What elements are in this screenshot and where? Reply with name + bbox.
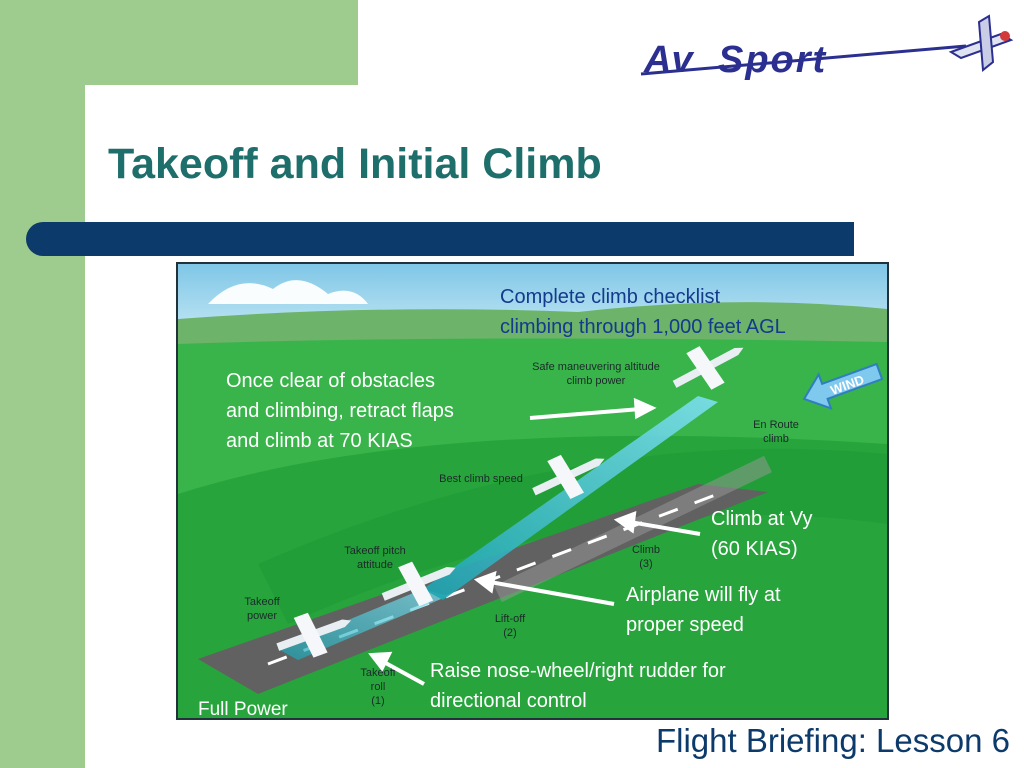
svg-text:Takeoff pitch: Takeoff pitch	[344, 545, 406, 557]
svg-text:(1): (1)	[371, 695, 384, 707]
svg-text:Takeoff: Takeoff	[244, 596, 280, 608]
svg-text:(2): (2)	[503, 627, 516, 639]
svg-text:Safe maneuvering altitude: Safe maneuvering altitude	[532, 361, 660, 373]
annotation-vy-line2: (60 KIAS)	[711, 538, 798, 560]
svg-text:(3): (3)	[639, 558, 652, 570]
airplane-icon-safe-altitude	[672, 346, 744, 390]
svg-text:Climb: Climb	[632, 544, 660, 556]
slide-title: Takeoff and Initial Climb	[108, 140, 602, 188]
top-green-block	[0, 0, 358, 85]
annotation-obstacles-line2: and climbing, retract flaps	[226, 400, 454, 422]
svg-text:climb: climb	[763, 433, 789, 445]
slide-footer: Flight Briefing: Lesson 6	[655, 722, 1010, 759]
annotation-rudder-line2: directional control	[430, 690, 587, 712]
svg-text:climb power: climb power	[567, 375, 626, 387]
airplane-icon-best-climb	[532, 454, 605, 499]
avsport-logo: Av Sport	[636, 4, 1016, 86]
svg-text:En Route: En Route	[753, 419, 799, 431]
svg-text:attitude: attitude	[357, 559, 393, 571]
annotation-fly-line1: Airplane will fly at	[626, 584, 781, 606]
annotation-vy-line1: Climb at Vy	[711, 508, 813, 530]
svg-text:Av: Av	[643, 39, 694, 81]
takeoff-diagram: WIND Safe maneuvering altitude climb pow…	[176, 262, 889, 720]
svg-text:Takeoff: Takeoff	[360, 667, 396, 679]
left-green-strip	[0, 0, 85, 768]
svg-text:power: power	[247, 610, 277, 622]
svg-text:roll: roll	[371, 681, 386, 693]
svg-text:Lift-off: Lift-off	[495, 613, 526, 625]
annotation-fly-line2: proper speed	[626, 614, 744, 636]
annotation-full-power: Full Power	[198, 699, 288, 720]
annotation-checklist-line1: Complete climb checklist	[500, 286, 721, 308]
logo-airplane-icon	[948, 14, 1014, 72]
svg-text:Best climb speed: Best climb speed	[439, 473, 523, 485]
annotation-checklist-line2: climbing through 1,000 feet AGL	[500, 316, 786, 338]
airplane-icon-liftoff	[381, 561, 456, 607]
annotation-obstacles-line1: Once clear of obstacles	[226, 370, 435, 392]
annotation-rudder-line1: Raise nose-wheel/right rudder for	[430, 660, 726, 682]
annotation-obstacles-line3: and climb at 70 KIAS	[226, 430, 413, 452]
airplane-icon-roll	[276, 612, 352, 658]
svg-text:Sport: Sport	[718, 39, 827, 81]
title-bar	[26, 222, 854, 256]
